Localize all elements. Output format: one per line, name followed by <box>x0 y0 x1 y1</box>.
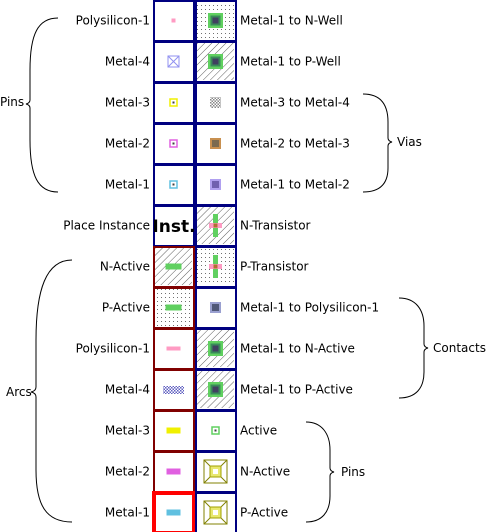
node-cell-inst-text[interactable]: Inst. <box>152 205 196 247</box>
metal-1-poly-contact-icon <box>210 302 221 313</box>
right-label: N-Active <box>240 465 290 479</box>
metal-1-p-well-contact-icon <box>197 43 234 80</box>
right-label: Metal-1 to N-Well <box>240 14 343 28</box>
p-active-pin-icon <box>203 500 228 525</box>
n-active-arc-icon <box>155 248 192 285</box>
left-label: Metal-3 <box>105 424 150 438</box>
node-cell-p-active-pin[interactable] <box>195 492 237 532</box>
pins-right-label: Pins <box>341 465 365 479</box>
metal-4-pin-icon <box>167 55 180 68</box>
arcs-brace <box>30 259 73 523</box>
node-cell-metal-1-p-active-contact[interactable] <box>195 369 237 411</box>
right-label: Active <box>240 424 277 438</box>
left-label: Place Instance <box>63 219 150 233</box>
left-label: Metal-4 <box>105 383 150 397</box>
vias-brace <box>362 93 393 193</box>
node-cell-metal-3-arc[interactable] <box>153 410 195 452</box>
via-1-2-icon <box>210 179 221 190</box>
n-transistor-icon <box>197 207 234 244</box>
left-label: Metal-1 <box>105 178 150 192</box>
node-cell-polysilicon-1-pin[interactable] <box>153 0 195 42</box>
polysilicon-1-pin-icon <box>171 18 176 23</box>
node-cell-active-pin[interactable] <box>195 410 237 452</box>
contacts-label: Contacts <box>433 341 486 355</box>
metal-1-n-well-contact-icon <box>197 2 234 39</box>
right-label: Metal-1 to P-Well <box>240 55 341 69</box>
node-cell-via-2-3[interactable] <box>195 123 237 165</box>
cell-border <box>153 205 195 247</box>
metal-1-n-active-contact-icon <box>197 330 234 367</box>
node-cell-metal-4-pin[interactable] <box>153 41 195 83</box>
node-cell-metal-4-arc[interactable] <box>153 369 195 411</box>
metal-1-arc-icon <box>166 509 181 516</box>
left-label: Metal-1 <box>105 506 150 520</box>
metal-2-pin-icon <box>169 139 178 148</box>
right-label: N-Transistor <box>240 219 311 233</box>
metal-3-pin-icon <box>169 98 178 107</box>
vias-label: Vias <box>397 135 422 149</box>
right-label: Metal-1 to Metal-2 <box>240 178 350 192</box>
n-active-pin-icon <box>203 459 228 484</box>
cell-border <box>195 410 237 452</box>
node-cell-metal-1-n-active-contact[interactable] <box>195 328 237 370</box>
left-label: Metal-3 <box>105 96 150 110</box>
node-cell-metal-2-pin[interactable] <box>153 123 195 165</box>
node-cell-metal-3-pin[interactable] <box>153 82 195 124</box>
active-pin-icon <box>211 426 220 435</box>
metal-1-p-active-contact-icon <box>197 371 234 408</box>
right-label: P-Transistor <box>240 260 309 274</box>
node-cell-metal-1-p-well-contact[interactable] <box>195 41 237 83</box>
p-active-arc-icon <box>155 289 192 326</box>
metal-3-arc-icon <box>166 427 181 434</box>
node-cell-metal-1-pin[interactable] <box>153 164 195 206</box>
node-cell-n-transistor[interactable] <box>195 205 237 247</box>
node-cell-polysilicon-1-arc[interactable] <box>153 328 195 370</box>
left-label: Polysilicon-1 <box>76 342 150 356</box>
node-cell-p-active-arc[interactable] <box>153 287 195 329</box>
node-cell-metal-2-arc[interactable] <box>153 451 195 493</box>
right-label: Metal-3 to Metal-4 <box>240 96 350 110</box>
pins-left-label: Pins <box>0 95 24 109</box>
node-cell-metal-1-n-well-contact[interactable] <box>195 0 237 42</box>
right-label: Metal-2 to Metal-3 <box>240 137 350 151</box>
left-label: Polysilicon-1 <box>76 14 150 28</box>
metal-4-arc-icon <box>163 386 184 394</box>
metal-1-pin-icon <box>169 180 178 189</box>
inst-text-icon: Inst. <box>152 217 195 237</box>
node-cell-n-active-arc[interactable] <box>153 246 195 288</box>
via-3-4-icon <box>210 97 221 108</box>
p-transistor-icon <box>197 248 234 285</box>
node-cell-n-active-pin[interactable] <box>195 451 237 493</box>
right-label: P-Active <box>240 506 288 520</box>
node-cell-p-transistor[interactable] <box>195 246 237 288</box>
right-label: Metal-1 to Polysilicon-1 <box>240 301 379 315</box>
polysilicon-1-arc-icon <box>166 346 181 351</box>
left-label: Metal-4 <box>105 55 150 69</box>
left-label: Metal-2 <box>105 465 150 479</box>
via-2-3-icon <box>210 138 221 149</box>
pins-left-brace <box>25 17 59 193</box>
node-cell-via-1-2[interactable] <box>195 164 237 206</box>
metal-2-arc-icon <box>166 468 181 475</box>
left-label: Metal-2 <box>105 137 150 151</box>
node-cell-via-3-4[interactable] <box>195 82 237 124</box>
node-cell-metal-1-arc[interactable] <box>152 491 196 532</box>
arcs-label: Arcs <box>6 385 32 399</box>
node-cell-metal-1-poly-contact[interactable] <box>195 287 237 329</box>
left-label: P-Active <box>102 301 150 315</box>
left-label: N-Active <box>100 260 150 274</box>
inst-text: Inst. <box>152 217 195 237</box>
contacts-brace <box>398 297 429 399</box>
right-label: Metal-1 to N-Active <box>240 342 355 356</box>
right-label: Metal-1 to P-Active <box>240 383 353 397</box>
pins-right-brace <box>305 421 335 523</box>
